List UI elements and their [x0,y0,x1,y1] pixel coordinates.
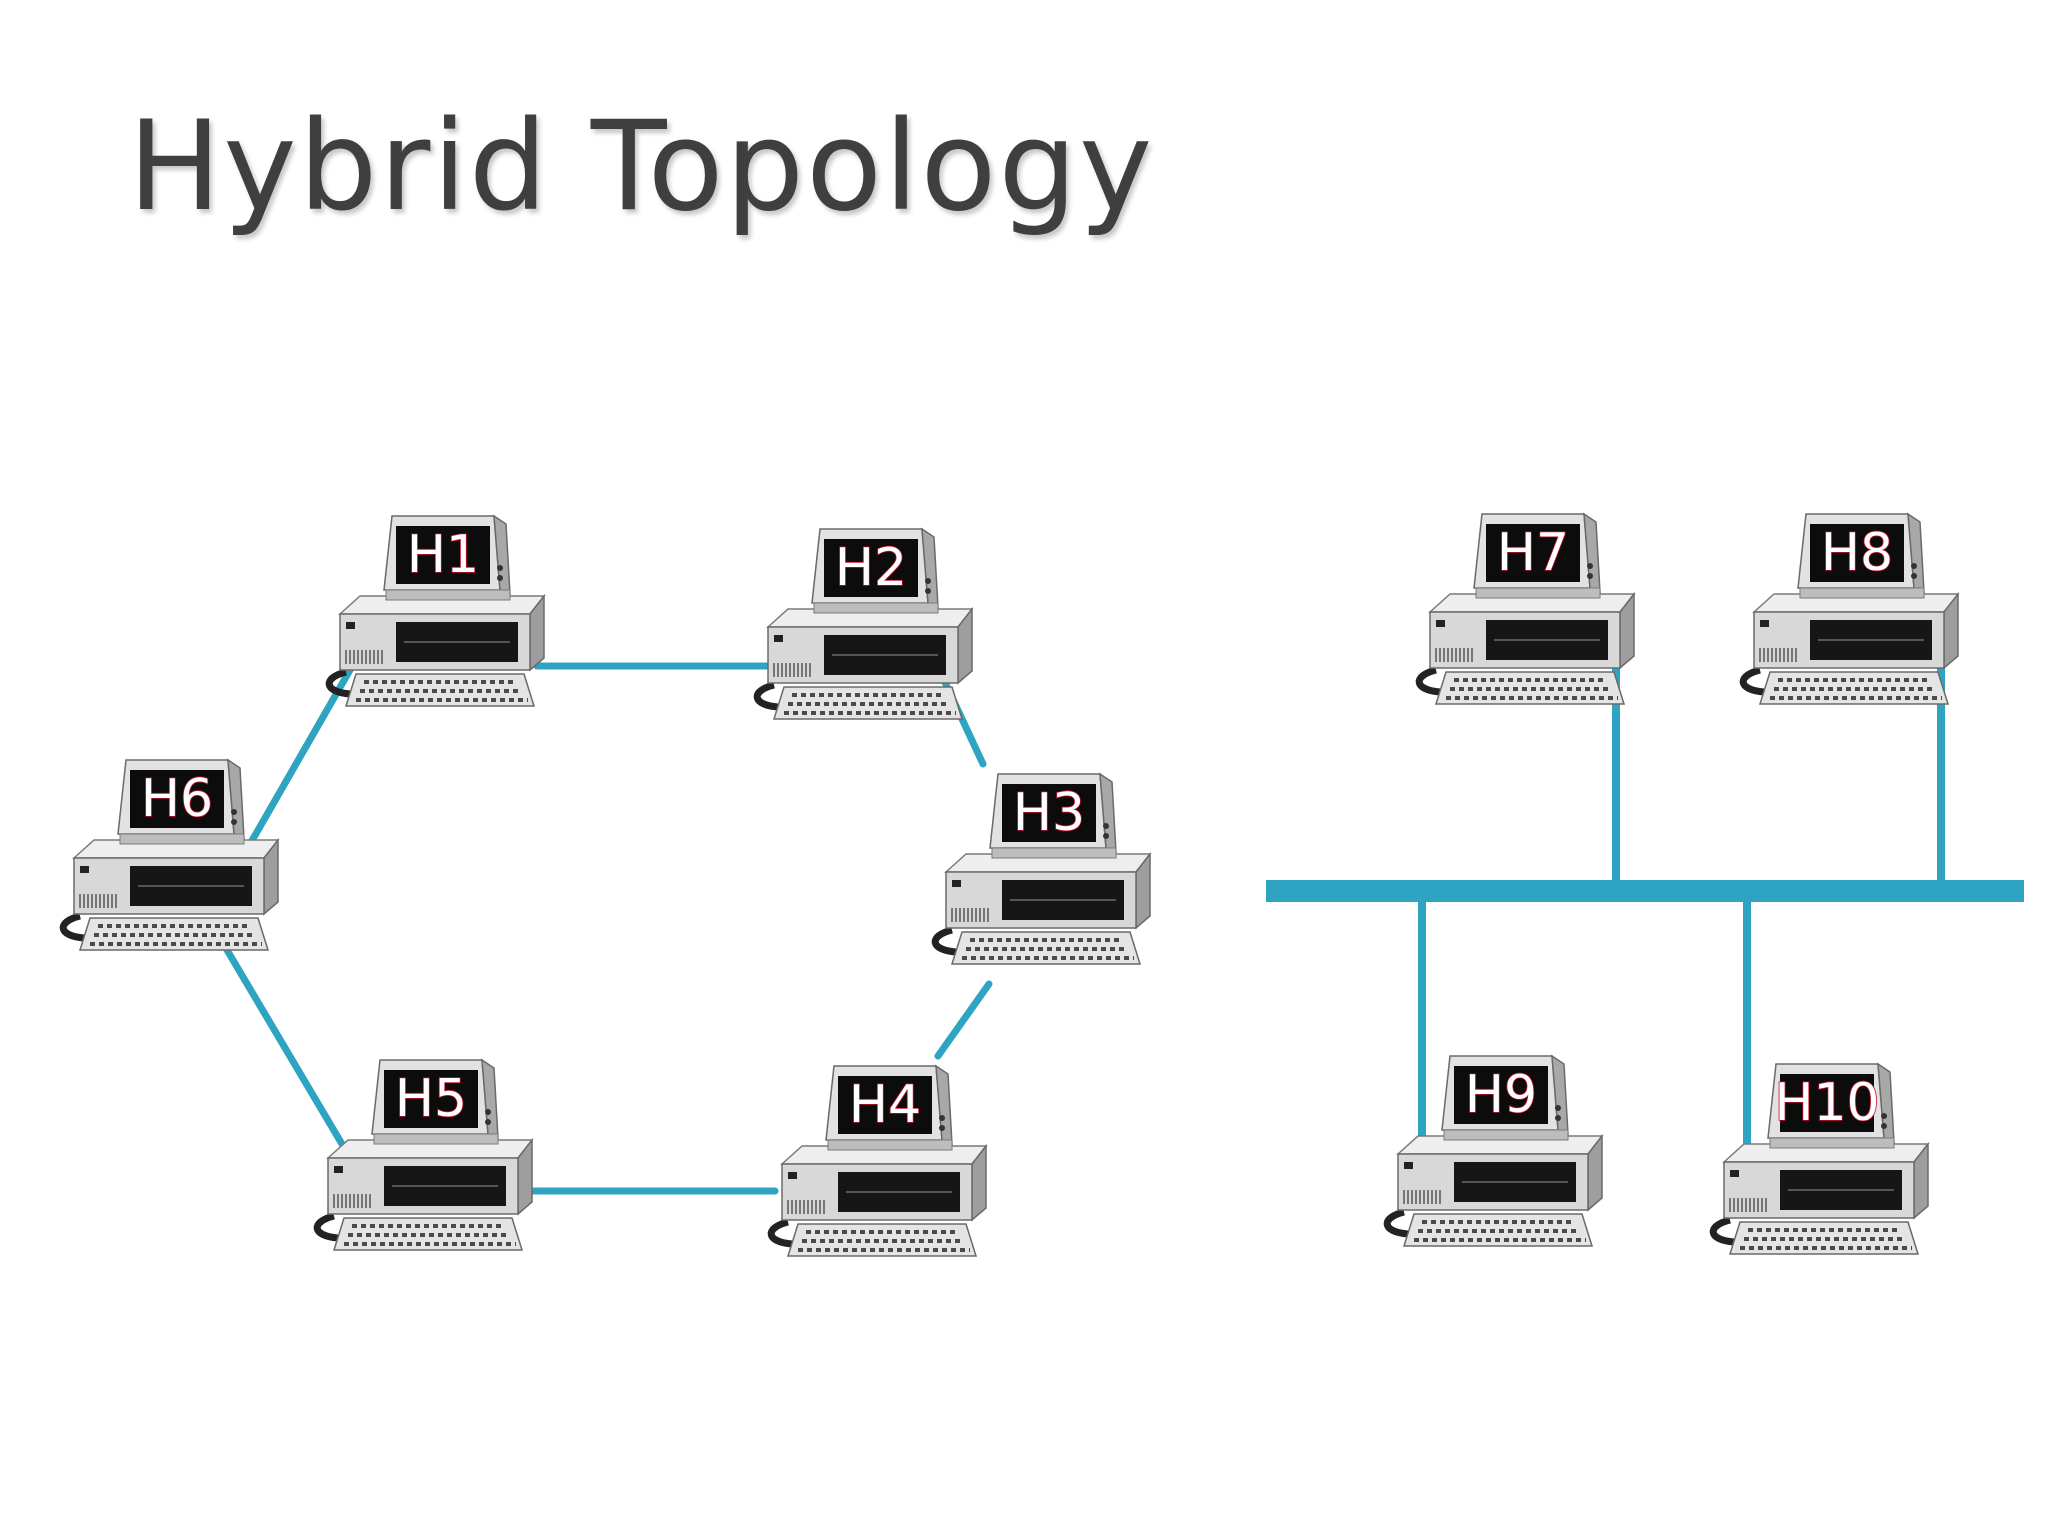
host-label-h1: H1 [407,525,479,585]
link-h6-h1 [234,666,354,869]
host-label-h8: H8 [1821,523,1893,583]
host-h6: H6 [63,760,278,950]
host-h7: H7 [1419,514,1634,704]
host-h5: H5 [317,1060,532,1250]
host-label-h7: H7 [1497,523,1569,583]
host-label-h6: H6 [141,769,213,829]
host-h4: H4 [771,1066,986,1256]
host-label-h9: H9 [1465,1065,1537,1125]
host-h2: H2 [757,529,972,719]
host-label-h4: H4 [849,1075,921,1135]
host-h1: H1 [329,516,544,706]
host-label-h5: H5 [395,1069,467,1129]
host-h8: H8 [1743,514,1958,704]
host-label-h10: H10 [1774,1073,1879,1133]
host-h10: H10 [1713,1064,1928,1254]
ring-links [223,662,993,1195]
link-h5-h6 [223,946,356,1165]
host-h3: H3 [935,774,1150,964]
link-h3-h4 [934,980,993,1060]
host-label-h2: H2 [835,538,907,598]
host-h9: H9 [1387,1056,1602,1246]
bus-links [1266,630,2024,1152]
slide-title: Hybrid Topology [128,95,1155,239]
host-label-h3: H3 [1013,783,1085,843]
